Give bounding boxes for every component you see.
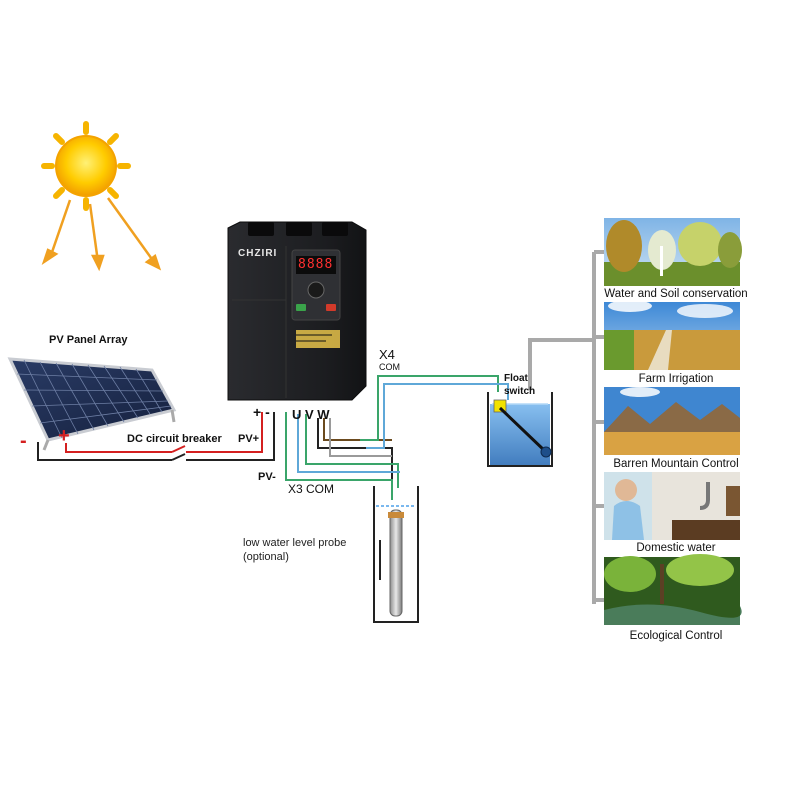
- water-well: [373, 486, 419, 623]
- pv-panel-array: [7, 357, 177, 451]
- dc-circuit-breaker-label: DC circuit breaker: [127, 433, 222, 445]
- probe-label-line2: (optional): [243, 551, 289, 563]
- inverter-uvw-label: U V W: [292, 407, 330, 422]
- app-label-barren-mountain: Barren Mountain Control: [613, 458, 739, 470]
- inverter-output-wiring: [285, 375, 509, 500]
- panel-plus-sign: +: [58, 425, 70, 447]
- app-label-farm-irrigation: Farm Irrigation: [638, 373, 714, 385]
- app-label-ecological: Ecological Control: [629, 630, 723, 642]
- app-label-water-soil: Water and Soil conservation: [604, 288, 748, 300]
- pv-minus-label: PV-: [258, 471, 276, 483]
- solar-pump-inverter: [227, 221, 367, 401]
- panel-minus-sign: -: [20, 430, 27, 452]
- x3-com-label: X3 COM: [288, 482, 335, 496]
- app-scene-domestic-water: [604, 472, 740, 540]
- app-scene-ecological: [604, 554, 742, 625]
- probe-label-line1: low water level probe: [243, 537, 347, 549]
- app-label-domestic-water: Domestic water: [636, 542, 716, 554]
- led-display: [296, 256, 336, 274]
- float-switch-label-line2: switch: [504, 386, 536, 397]
- sun-icon: [41, 121, 131, 211]
- pv-plus-label: PV+: [238, 433, 260, 445]
- warning-label: [296, 330, 340, 348]
- sun-ray-arrows: [41, 197, 162, 272]
- x4-com-label: COM: [379, 362, 400, 372]
- app-scene-farm-irrigation: [604, 300, 740, 370]
- distribution-pipe: [592, 250, 604, 604]
- app-scene-water-soil: [604, 218, 742, 286]
- dc-circuit-breaker-symbol: [171, 445, 186, 461]
- submersible-pump-icon: [389, 509, 403, 617]
- control-knob-icon: [307, 281, 325, 299]
- x4-label: X4: [379, 347, 395, 362]
- float-switch-label-line1: Float: [504, 373, 528, 384]
- dc-wiring: [37, 412, 275, 461]
- water-tank: [487, 338, 592, 467]
- pv-panel-array-label: PV Panel Array: [49, 334, 128, 346]
- inverter-display-readout: 8888: [298, 257, 334, 272]
- app-scene-barren-mountain: [604, 387, 740, 455]
- outlet-pipe: [528, 338, 592, 390]
- inverter-brand-label: CHZIRI: [238, 248, 278, 259]
- inverter-dc-terminal-label: + -: [253, 404, 270, 420]
